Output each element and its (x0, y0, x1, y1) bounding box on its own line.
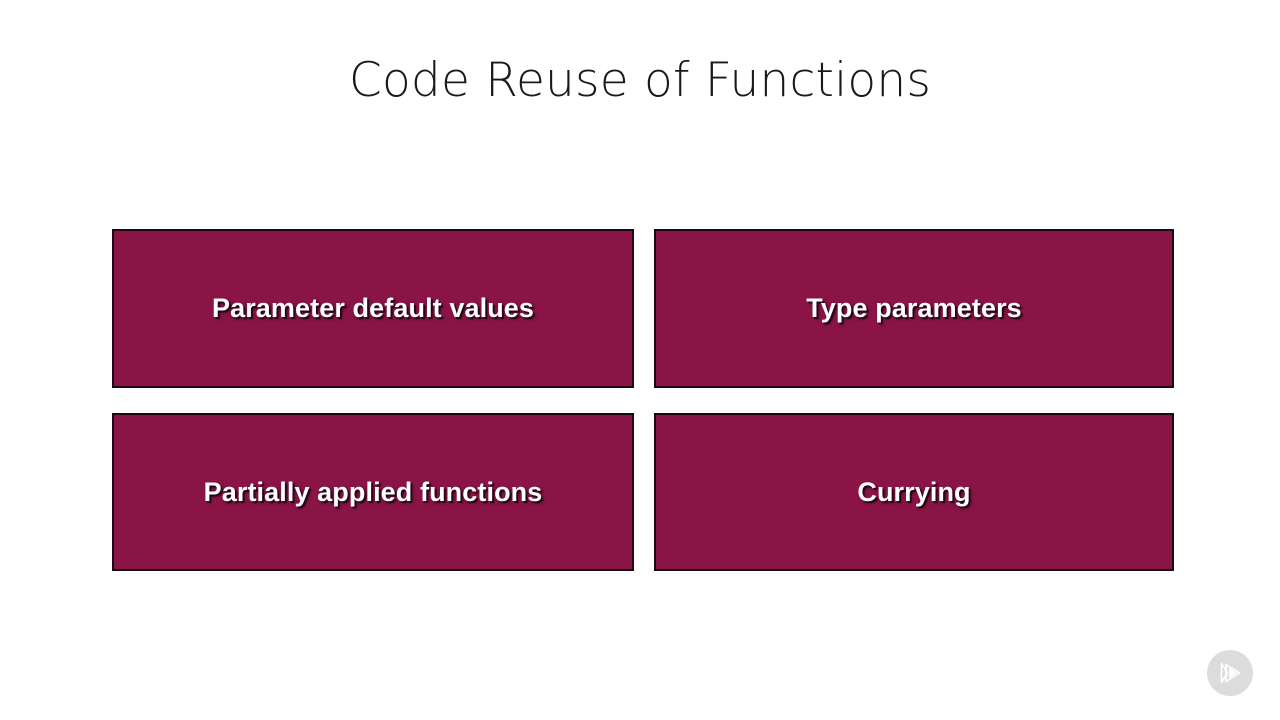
topic-card-grid: Parameter default values Type parameters… (112, 229, 1174, 571)
topic-card-parameter-default-values[interactable]: Parameter default values (112, 229, 634, 388)
topic-card-label: Currying (857, 476, 971, 507)
topic-card-label: Type parameters (806, 293, 1022, 323)
topic-card-partially-applied-functions[interactable]: Partially applied functions (112, 413, 634, 571)
topic-card-currying[interactable]: Currying (654, 413, 1174, 571)
page-title: Code Reuse of Functions (348, 53, 932, 108)
topic-card-type-parameters[interactable]: Type parameters (654, 229, 1174, 388)
topic-card-label: Partially applied functions (203, 476, 543, 507)
topic-card-label: Parameter default values (211, 293, 535, 323)
pluralsight-play-logo-icon (1206, 649, 1254, 697)
